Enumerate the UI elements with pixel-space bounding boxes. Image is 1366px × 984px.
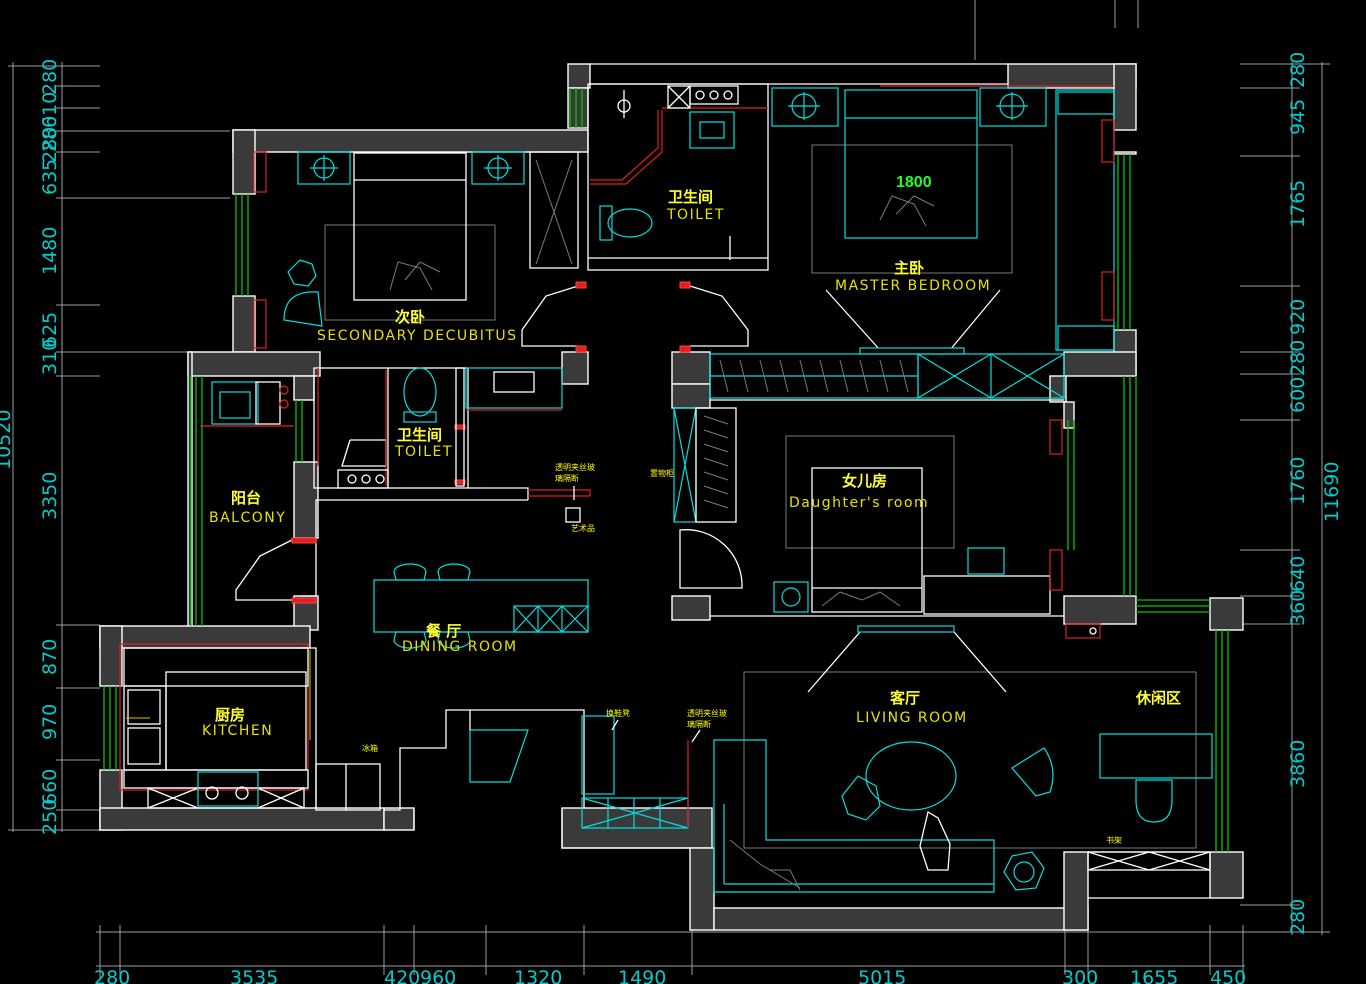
dim-bottom-1: 280 — [94, 967, 130, 984]
dim-right-1: 280 — [1287, 52, 1309, 88]
dim-bottom-10: 450 — [1210, 967, 1246, 984]
dim-right-4: 920 — [1287, 299, 1309, 335]
note-glass-partition-2-line2: 璃隔断 — [687, 719, 711, 729]
dimension-labels-bottom: 280 3535 420 960 1320 1490 5015 300 1655… — [94, 967, 1246, 984]
master-bedroom-furniture: 1800 主卧 MASTER BEDROOM — [771, 85, 1115, 355]
dim-left-12: 970 — [39, 704, 61, 740]
dimension-labels-left: 280 610 280 635 280 1480 625 310 10520 3… — [0, 59, 61, 835]
dim-bottom-7: 5015 — [858, 967, 906, 984]
room-label-master-bedroom-cn: 主卧 — [894, 259, 924, 277]
room-label-dining-room-en: DINING ROOM — [402, 639, 518, 655]
bed-size-label: 1800 — [896, 174, 932, 191]
note-glass-partition-1-line1: 透明夹丝玻 — [555, 462, 595, 472]
note-fridge: 冰箱 — [362, 743, 378, 753]
dim-bottom-5: 1320 — [514, 967, 562, 984]
note-glass-partition-1-line2: 璃隔断 — [555, 473, 579, 483]
daughters-room-furniture: 女儿房 Daughter's room — [673, 407, 1101, 639]
dim-left-13: 660 — [39, 769, 61, 805]
note-bookshelf: 书架 — [1106, 835, 1122, 845]
dimension-lines — [8, 0, 1330, 980]
dim-right-11: 280 — [1287, 899, 1309, 935]
dim-right-total: 11690 — [1321, 462, 1343, 522]
dim-left-7: 625 — [39, 312, 61, 348]
note-art-piece: 艺术品 — [571, 523, 595, 533]
dim-left-6: 1480 — [39, 227, 61, 275]
dim-right-6: 600 — [1287, 377, 1309, 413]
room-label-master-bedroom-en: MASTER BEDROOM — [835, 278, 991, 294]
note-shoe-bench: 换鞋凳 — [606, 708, 630, 718]
kitchen-furniture: 厨房 KITCHEN — [119, 643, 381, 811]
dim-left-5: 280 — [39, 127, 61, 163]
living-room-furniture: 客厅 LIVING ROOM 休闲区 — [469, 625, 1213, 893]
dim-bottom-9: 1655 — [1130, 967, 1178, 984]
room-label-daughters-room-en: Daughter's room — [789, 495, 929, 511]
dim-left-10: 3350 — [39, 472, 61, 520]
dim-right-8: 640 — [1287, 556, 1309, 592]
dim-left-1: 280 — [39, 59, 61, 95]
dim-left-3: 280 — [39, 116, 61, 152]
room-label-kitchen-cn: 厨房 — [215, 706, 245, 724]
dining-furniture: 餐 厅 DINING ROOM — [373, 489, 591, 655]
note-storage-shelf: 置物柜 — [650, 468, 674, 478]
dim-right-10: 3860 — [1287, 740, 1309, 788]
room-label-toilet-mid-cn: 卫生间 — [397, 426, 442, 444]
room-label-toilet-top-cn: 卫生间 — [668, 188, 713, 206]
mid-toilet-fixtures: 卫生间 TOILET — [313, 367, 563, 500]
dim-bottom-6: 1490 — [618, 967, 666, 984]
room-label-daughters-room-cn: 女儿房 — [842, 472, 887, 490]
room-label-secondary-bedroom-cn: 次卧 — [395, 308, 425, 326]
dim-right-2: 945 — [1287, 99, 1309, 135]
room-label-toilet-top-en: TOILET — [666, 207, 725, 223]
note-glass-partition-2-line1: 透明夹丝玻 — [687, 708, 727, 718]
room-label-toilet-mid-en: TOILET — [394, 444, 453, 460]
dimension-labels-right: 280 945 1765 920 280 600 1760 640 360 38… — [1287, 52, 1343, 935]
secondary-bedroom-furniture: 次卧 SECONDARY DECUBITUS — [253, 151, 579, 349]
balcony-fixtures: 阳台 BALCONY — [200, 381, 294, 526]
room-label-living-room-cn: 客厅 — [889, 689, 920, 707]
dim-left-8: 310 — [39, 339, 61, 375]
dim-left-4: 635 — [39, 159, 61, 195]
room-label-kitchen-en: KITCHEN — [202, 723, 273, 739]
dim-right-7: 1760 — [1287, 457, 1309, 505]
dim-right-3: 1765 — [1287, 180, 1309, 228]
doors — [235, 281, 749, 604]
dim-right-5: 280 — [1287, 340, 1309, 376]
walls — [99, 63, 1244, 931]
dim-bottom-8: 300 — [1062, 967, 1098, 984]
room-label-secondary-bedroom-en: SECONDARY DECUBITUS — [317, 328, 518, 344]
room-label-balcony-cn: 阳台 — [231, 489, 261, 507]
dim-bottom-4: 960 — [420, 967, 456, 984]
room-label-dining-room-cn: 餐 厅 — [426, 622, 461, 640]
dim-bottom-2: 3535 — [230, 967, 278, 984]
wardrobe-band — [709, 353, 1065, 401]
top-toilet-fixtures: 卫生间 TOILET — [587, 83, 769, 271]
dim-bottom-3: 420 — [384, 967, 420, 984]
room-label-leisure-area: 休闲区 — [1135, 689, 1181, 707]
dim-left-11: 870 — [39, 639, 61, 675]
dim-right-9: 360 — [1287, 590, 1309, 626]
windows — [103, 88, 1229, 852]
dim-left-14: 250 — [39, 799, 61, 835]
dim-left-total: 10520 — [0, 410, 15, 470]
room-label-living-room-en: LIVING ROOM — [856, 710, 968, 726]
annotations: 透明夹丝玻 璃隔断 艺术品 置物柜 换鞋凳 透明夹丝玻 璃隔断 冰箱 书架 — [362, 462, 1122, 845]
room-label-balcony-en: BALCONY — [209, 510, 286, 526]
dim-left-2: 610 — [39, 92, 61, 128]
